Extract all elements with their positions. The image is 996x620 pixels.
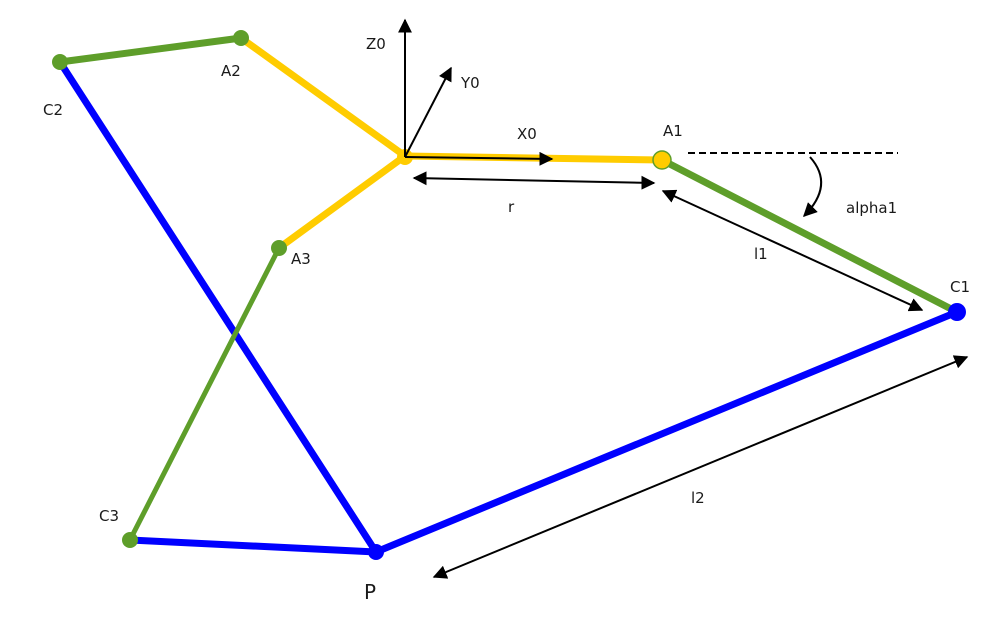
dimension-l1-arrow [661,189,924,312]
label-alpha1: alpha1 [846,199,897,217]
rod-c1-p [372,308,961,556]
dimension-l2-arrow [432,355,969,579]
alpha1-angle-arrow [803,156,823,217]
dimension-r-arrow [412,171,656,190]
label-c3: C3 [99,507,119,525]
joint-c1 [948,303,966,321]
axis-y0-arrow [404,66,452,158]
label-l1: l1 [754,245,768,263]
label-a2: A2 [221,62,241,80]
joint-p [368,544,384,560]
label-z0: Z0 [366,35,386,53]
label-a1: A1 [663,122,683,140]
arm-link-a1-c1 [658,156,961,316]
rod-c2-p [56,58,380,556]
joint-c3 [122,532,138,548]
joint-c2 [52,54,68,70]
joint-a1 [652,150,672,170]
label-l2: l2 [691,489,705,507]
label-a3: A3 [291,250,311,268]
joint-a3 [271,240,287,256]
label-p: P [364,580,376,604]
label-c1: C1 [950,278,970,296]
base-link-a2 [237,34,409,160]
label-c2: C2 [43,101,63,119]
arm-link-a3-c3 [127,245,282,543]
label-y0: Y0 [460,74,480,92]
joint-a2 [233,30,249,46]
label-r: r [508,198,515,216]
label-x0: X0 [517,125,537,143]
arm-link-a2-c2 [56,34,245,66]
base-link-a3 [275,152,409,252]
axis-x0-arrow [404,151,554,166]
rod-c3-p [126,536,380,556]
